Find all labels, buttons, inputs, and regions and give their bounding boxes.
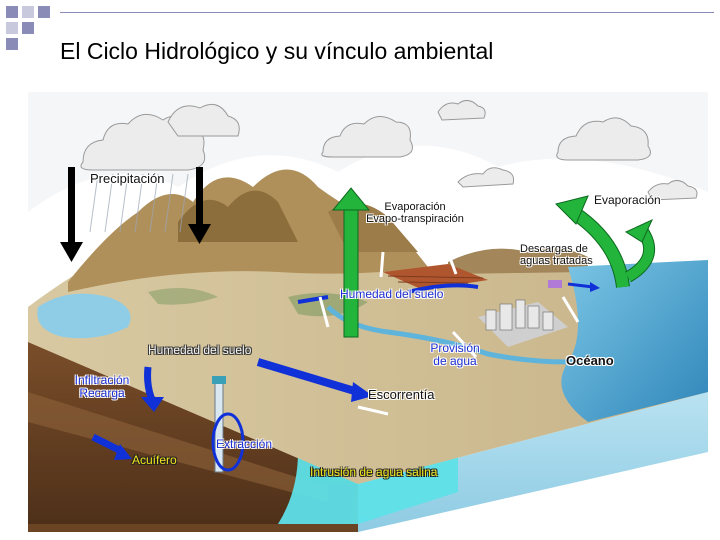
label-treated-discharge: Descargas de aguas tratadas [520,244,593,267]
corner-square-icon [6,6,18,18]
label-saline-intrusion: Intrusión de agua salina [310,466,437,479]
hydrologic-cycle-diagram: Precipitación Evaporación Evapo-transpir… [28,92,708,532]
label-supply-line1: Provisión [420,342,490,355]
label-ocean: Océano [566,354,614,368]
label-discharge-line1: Descargas de [520,244,593,256]
corner-square-icon [6,22,18,34]
header-rule [60,12,714,13]
label-soil-moisture-lower: Humedad del suelo [148,344,251,357]
label-evaporation-line2: Evapo-transpiración [350,214,480,226]
label-precipitation: Precipitación [90,172,164,186]
corner-square-icon [22,22,34,34]
label-infiltration: Infiltración Recarga [62,374,142,399]
label-supply-line2: de agua [420,355,490,368]
page-title: El Ciclo Hidrológico y su vínculo ambien… [60,38,700,65]
label-infiltration-line1: Infiltración [62,374,142,387]
label-soil-moisture-upper: Humedad del suelo [340,288,443,301]
corner-square-icon [38,6,50,18]
label-runoff: Escorrentía [368,388,434,402]
label-aquifer: Acuífero [132,454,177,467]
label-ocean-evaporation: Evaporación [594,194,661,207]
label-water-supply: Provisión de agua [420,342,490,367]
label-extraction: Extracción [216,438,272,451]
label-evapotranspiration: Evaporación Evapo-transpiración [350,202,480,225]
label-discharge-line2: aguas tratadas [520,256,593,268]
corner-square-icon [22,6,34,18]
label-evaporation-line1: Evaporación [350,202,480,214]
corner-square-icon [6,38,18,50]
label-infiltration-line2: Recarga [62,387,142,400]
